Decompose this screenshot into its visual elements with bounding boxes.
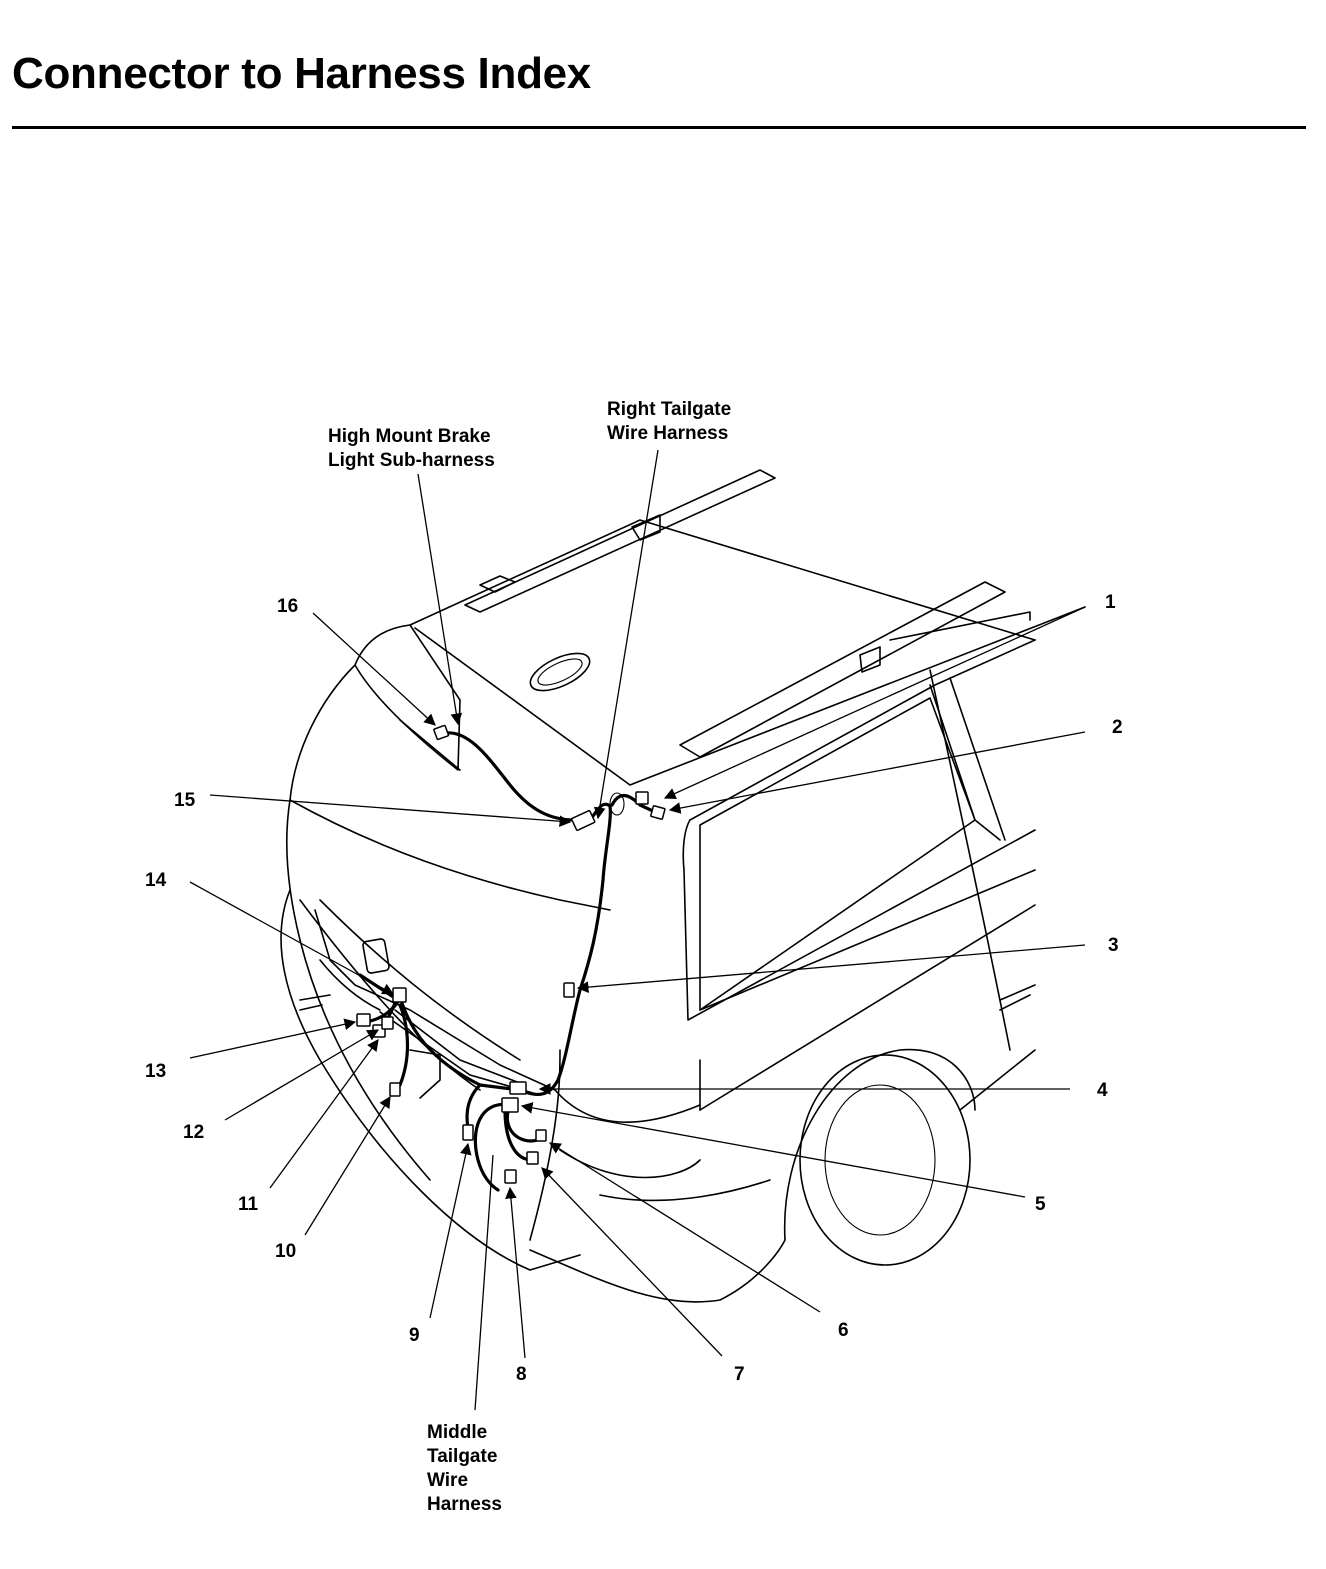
- label-right-tailgate-line1: Right Tailgate: [607, 399, 731, 420]
- callout-12: 12: [183, 1122, 204, 1143]
- label-high-mount-brake-line1: High Mount Brake: [328, 426, 491, 447]
- vehicle-illustration: [280, 469, 1086, 1303]
- title-divider: [12, 126, 1306, 129]
- callout-14: 14: [145, 870, 167, 891]
- harness-labels: High Mount Brake Light Sub-harness Right…: [328, 399, 731, 1515]
- callout-10: 10: [275, 1241, 296, 1262]
- connectors: [356, 724, 666, 1184]
- label-right-tailgate-line2: Wire Harness: [607, 423, 728, 444]
- label-middle-tailgate-line2: Tailgate: [427, 1446, 497, 1467]
- callout-9: 9: [409, 1325, 420, 1346]
- callout-11: 11: [238, 1194, 259, 1215]
- callout-7: 7: [734, 1364, 745, 1385]
- callout-3: 3: [1108, 935, 1119, 956]
- label-middle-tailgate-line3: Wire: [427, 1470, 468, 1491]
- callout-16: 16: [277, 596, 298, 617]
- callout-1: 1: [1105, 592, 1116, 613]
- leader-lines: [189, 449, 1086, 1411]
- callout-13: 13: [145, 1061, 166, 1082]
- label-middle-tailgate-line4: Harness: [427, 1494, 502, 1515]
- page-title: Connector to Harness Index: [12, 49, 591, 98]
- callout-5: 5: [1035, 1194, 1046, 1215]
- callout-8: 8: [516, 1364, 527, 1385]
- label-high-mount-brake-line2: Light Sub-harness: [328, 450, 495, 471]
- label-middle-tailgate-line1: Middle: [427, 1422, 487, 1443]
- callout-6: 6: [838, 1320, 849, 1341]
- callout-15: 15: [174, 790, 196, 811]
- callout-numbers: 1 2 3 4 5 6 7 8 9 10 11 12 13 14 15 16: [145, 592, 1123, 1385]
- callout-2: 2: [1112, 717, 1123, 738]
- callout-4: 4: [1097, 1080, 1108, 1101]
